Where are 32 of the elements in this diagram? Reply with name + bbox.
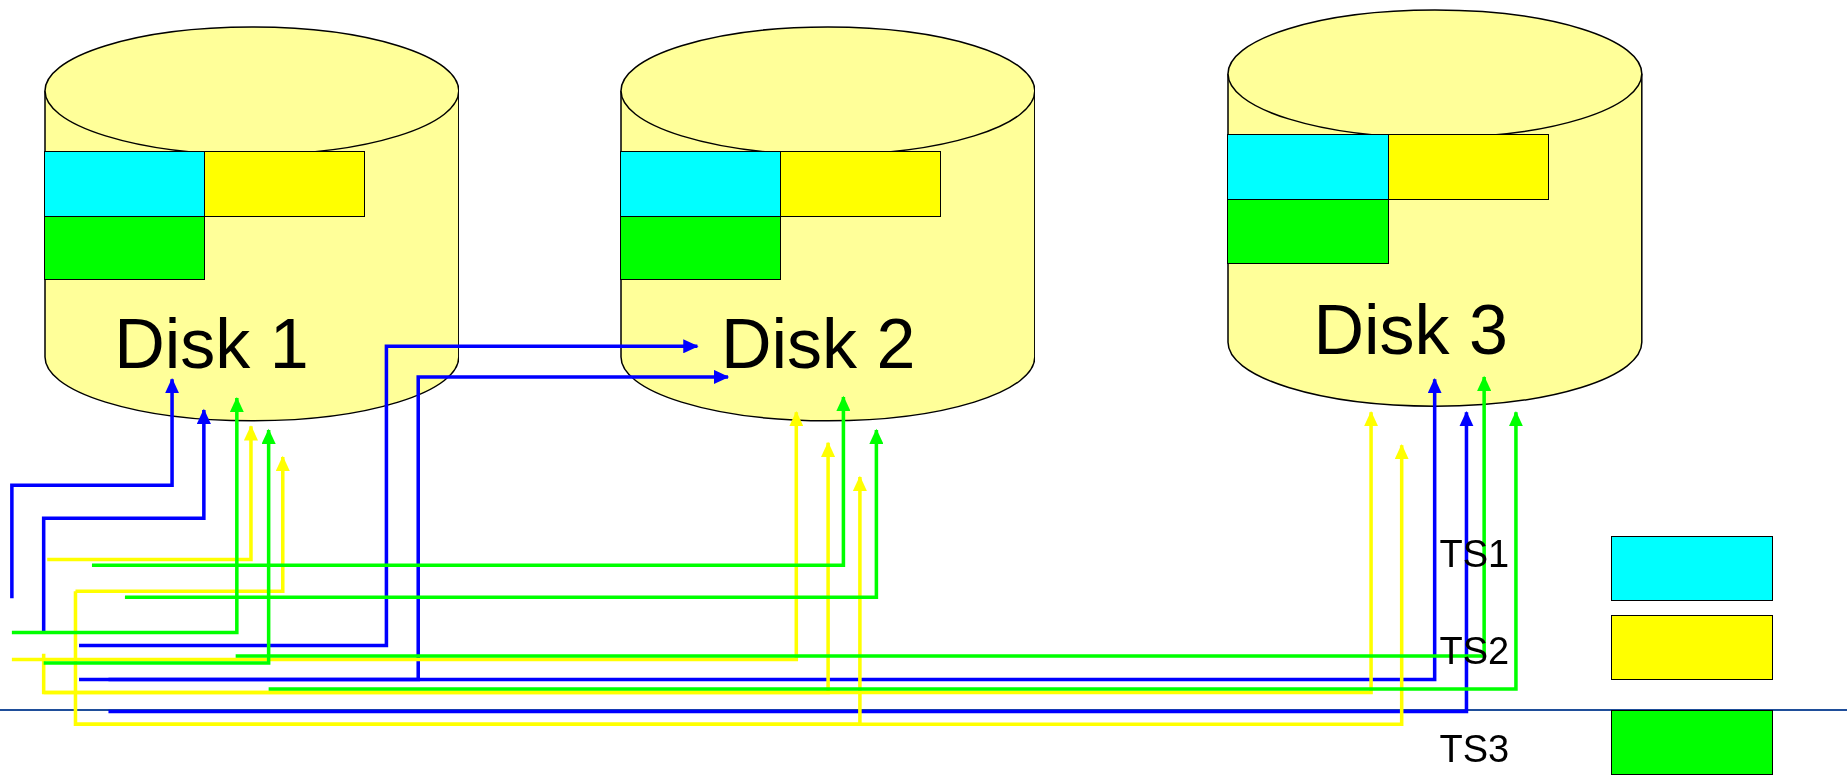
partition-box — [619, 150, 781, 217]
partition-box — [43, 215, 205, 281]
partition-box — [43, 150, 205, 217]
arrow — [79, 339, 699, 648]
legend-label: TS3 — [1439, 730, 1510, 769]
arrow — [47, 425, 259, 562]
arrow — [124, 428, 884, 599]
partition-box — [203, 150, 365, 217]
arrow — [43, 428, 276, 665]
arrow — [41, 408, 211, 632]
arrow — [73, 475, 867, 727]
partition-box — [619, 215, 781, 281]
arrow — [108, 411, 1474, 714]
partition-box — [1227, 199, 1389, 264]
disk-label: Disk 3 — [1313, 294, 1508, 365]
arrow — [268, 411, 1523, 691]
disk-label: Disk 2 — [720, 308, 916, 379]
partition-box — [1227, 134, 1389, 201]
arrow — [10, 378, 180, 599]
arrow — [41, 441, 836, 695]
arrow — [43, 411, 1379, 695]
partition-box — [1387, 134, 1549, 201]
arrow — [75, 444, 1409, 727]
arrow — [91, 395, 851, 568]
arrow — [11, 411, 804, 662]
arrow — [11, 396, 244, 635]
arrow — [79, 369, 730, 682]
arrow — [235, 375, 1492, 658]
arrow — [75, 455, 290, 594]
partition-box — [779, 150, 941, 217]
arrow — [108, 378, 1442, 682]
disk-label: Disk 1 — [114, 308, 309, 379]
